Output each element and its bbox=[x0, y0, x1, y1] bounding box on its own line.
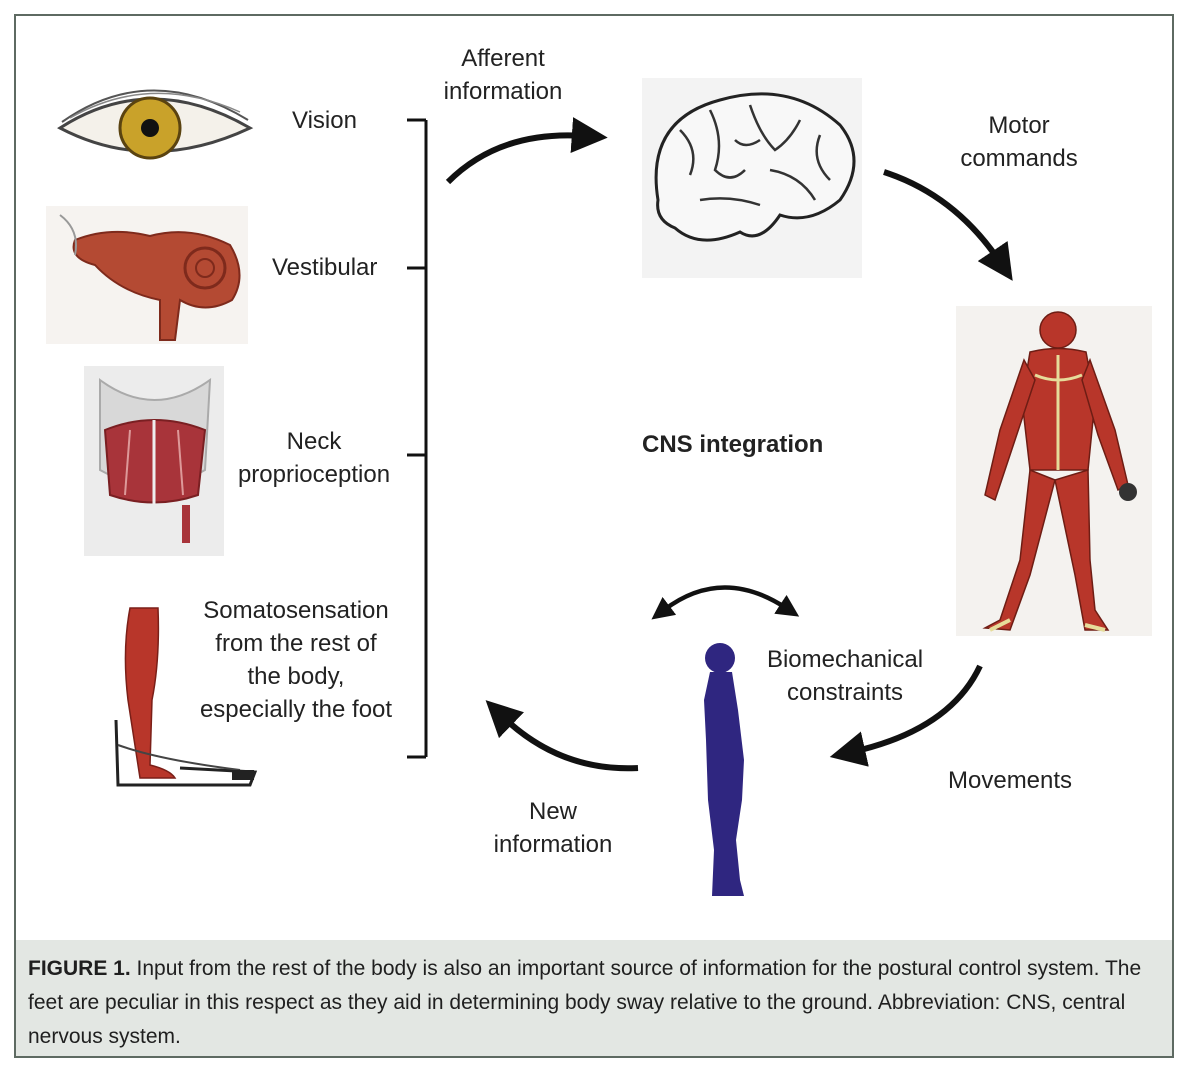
neck-label-line-2: proprioception bbox=[237, 461, 391, 488]
afferent-line-2: information bbox=[443, 78, 563, 105]
somatosensation-label: Somatosensation from the rest of the bod… bbox=[196, 594, 396, 726]
afferent-arrow bbox=[445, 117, 608, 185]
figure-number: FIGURE 1. bbox=[28, 957, 131, 980]
eye-image bbox=[57, 89, 254, 160]
somato-label-line-4: especially the foot bbox=[199, 696, 393, 723]
input-bracket bbox=[407, 118, 428, 759]
neck-muscles-image bbox=[84, 366, 224, 556]
motor-line-2: commands bbox=[960, 145, 1078, 172]
biomechanical-double-arrow bbox=[651, 585, 800, 620]
neck-label-line-1: Neck bbox=[286, 428, 342, 455]
somato-label-line-1: Somatosensation bbox=[203, 597, 389, 624]
new-information-arrow bbox=[485, 700, 639, 772]
movements-arrow bbox=[829, 664, 983, 767]
caption-box: FIGURE 1. Input from the rest of the bod… bbox=[14, 940, 1174, 1058]
brain-image bbox=[642, 78, 862, 278]
somato-label-line-2: from the rest of bbox=[215, 630, 377, 657]
figure-caption: FIGURE 1. Input from the rest of the bod… bbox=[28, 952, 1160, 1054]
inner-ear-image bbox=[46, 206, 248, 344]
leg-foot-image bbox=[114, 607, 258, 787]
body-silhouette-image bbox=[704, 643, 744, 896]
vestibular-label: Vestibular bbox=[272, 254, 378, 281]
afferent-line-1: Afferent bbox=[461, 45, 545, 72]
biomechanical-constraints-label: Biomechanical constraints bbox=[764, 643, 926, 709]
afferent-information-label: Afferent information bbox=[440, 42, 566, 108]
vision-label: Vision bbox=[292, 107, 357, 134]
biomech-line-2: constraints bbox=[786, 679, 904, 706]
motor-commands-label: Motor commands bbox=[956, 109, 1082, 175]
movements-label: Movements bbox=[948, 767, 1073, 794]
new-info-line-1: New bbox=[528, 798, 577, 825]
neck-proprioception-label: Neck proprioception bbox=[236, 425, 392, 491]
motor-line-1: Motor bbox=[988, 112, 1050, 139]
motor-commands-arrow bbox=[883, 169, 1013, 281]
new-information-label: New information bbox=[490, 795, 616, 861]
muscular-body-image bbox=[956, 306, 1152, 636]
cns-integration-label: CNS integration bbox=[642, 431, 824, 458]
new-info-line-2: information bbox=[493, 831, 613, 858]
somato-label-line-3: the body, bbox=[247, 663, 345, 690]
caption-text: Input from the rest of the body is also … bbox=[28, 957, 1142, 1048]
biomech-line-1: Biomechanical bbox=[766, 646, 924, 673]
